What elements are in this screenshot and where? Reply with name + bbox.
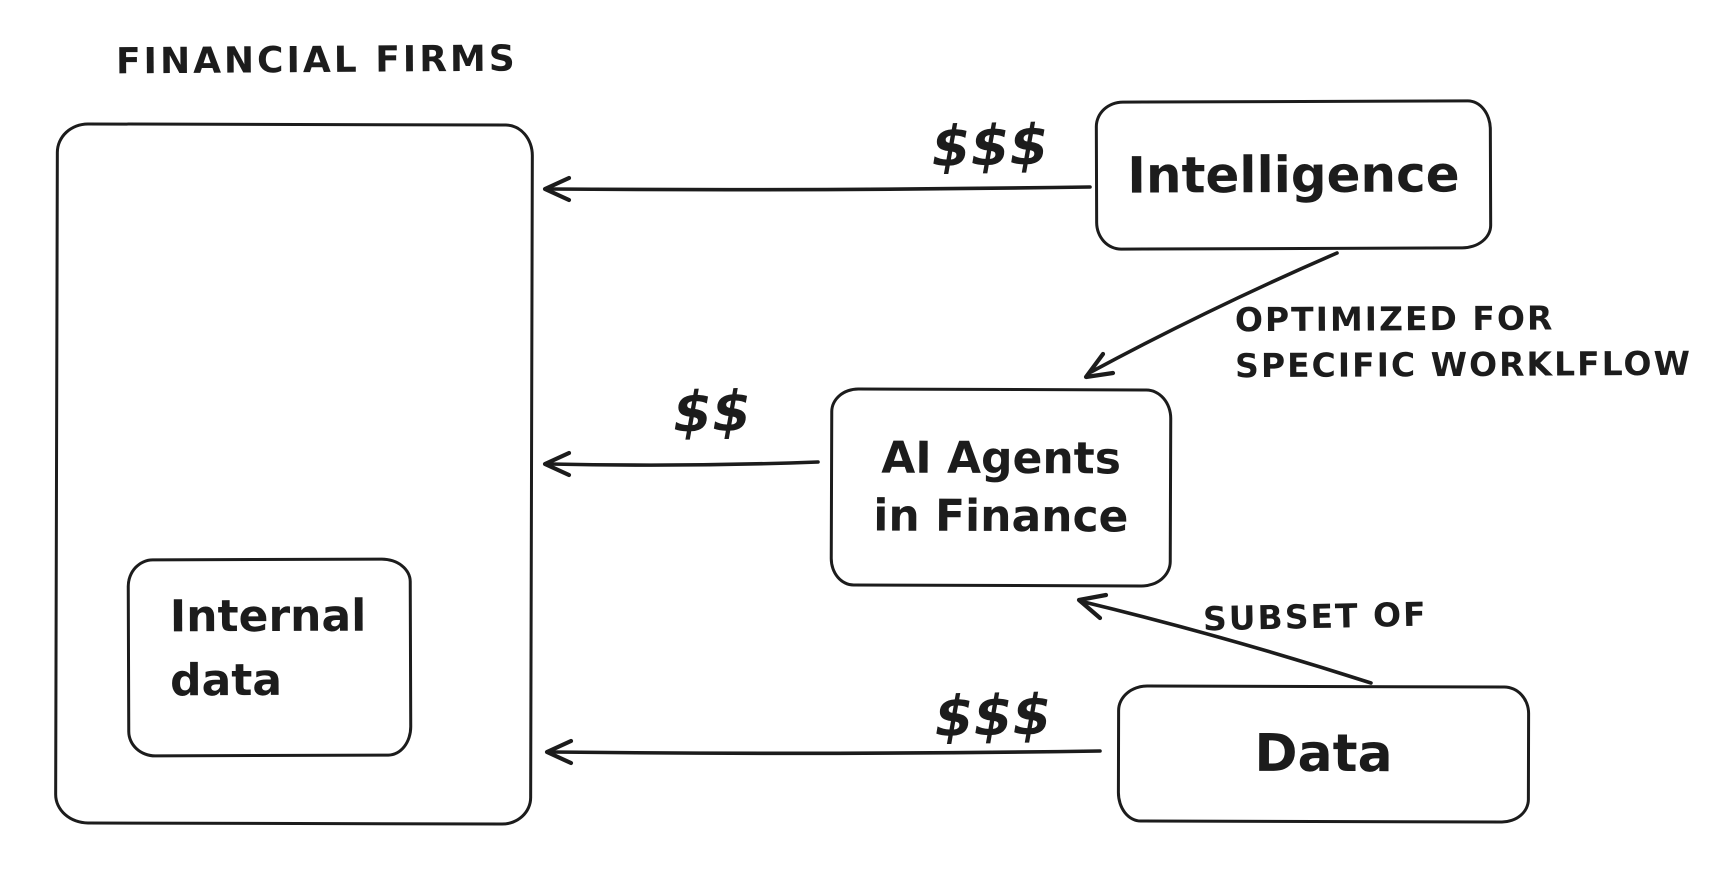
subset-of-caption: SUBSET OF	[1202, 594, 1428, 639]
diagram-title: FINANCIAL FIRMS	[115, 38, 518, 83]
intelligence-label: Intelligence	[1127, 145, 1460, 205]
optimized-for-caption-line1: OPTIMIZED FOR	[1234, 298, 1555, 340]
internal-data-box: Internal data	[126, 557, 413, 758]
internal-data-label-line2: data	[169, 654, 283, 707]
arrow-data-to-agents	[1076, 592, 1373, 685]
data-box: Data	[1116, 684, 1531, 824]
internal-data-label-line1: Internal	[169, 590, 367, 643]
arrow-intelligence-to-firms	[542, 175, 1092, 203]
ai-agents-label-line1: AI Agents	[881, 432, 1122, 484]
money-label-data: $$$	[933, 682, 1053, 751]
ai-agents-box: AI Agents in Finance	[829, 387, 1173, 588]
arrow-intelligence-to-agents	[1083, 251, 1339, 380]
arrow-data-to-firms	[544, 738, 1102, 766]
arrow-agents-to-firms	[542, 450, 820, 478]
ai-agents-label-line2: in Finance	[873, 490, 1129, 542]
optimized-for-caption: OPTIMIZED FOR SPECIFIC WORKLFLOW	[1235, 295, 1692, 389]
money-label-intelligence: $$$	[930, 112, 1050, 181]
optimized-for-caption-line2: SPECIFIC WORKLFLOW	[1235, 343, 1693, 386]
data-label: Data	[1254, 723, 1393, 785]
money-label-agents: $$	[672, 379, 752, 446]
intelligence-box: Intelligence	[1094, 99, 1493, 251]
